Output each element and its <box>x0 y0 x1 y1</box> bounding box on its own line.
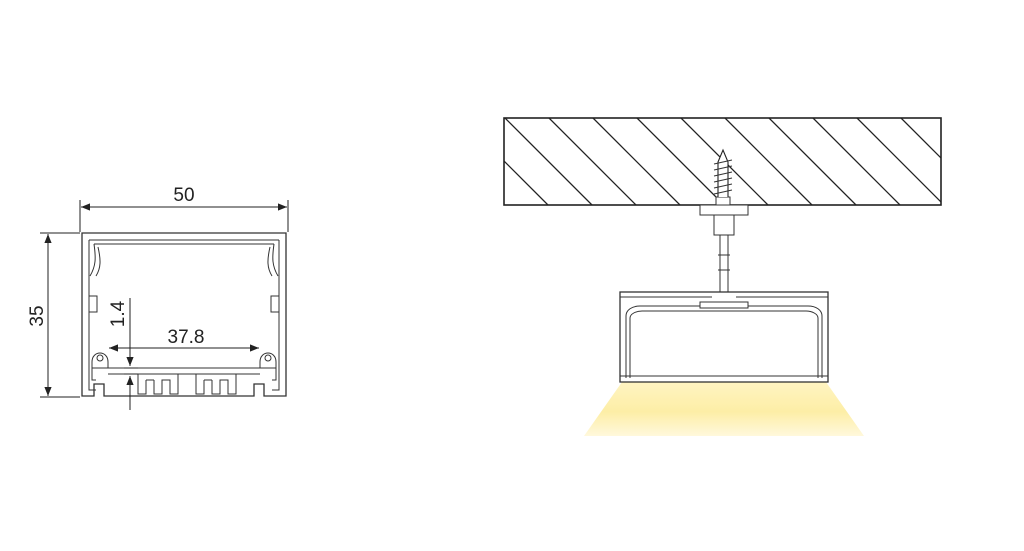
width-dimension: 50 <box>79 185 289 232</box>
wall-thickness-dimension: 1.4 <box>108 298 138 410</box>
height-label: 35 <box>27 305 48 326</box>
inner-width-label: 37.8 <box>168 327 205 348</box>
installation-view <box>503 117 1024 436</box>
hatch-line <box>592 118 681 205</box>
cross-section-view: 50 35 <box>27 185 289 410</box>
hatch-line <box>724 118 813 205</box>
hatch-line <box>945 118 1024 205</box>
hatch-line <box>989 118 1024 205</box>
hatch-line <box>504 118 593 205</box>
width-label: 50 <box>173 185 194 206</box>
hatch-line <box>504 204 505 205</box>
hatch-line <box>768 118 857 205</box>
wall-thickness-label: 1.4 <box>108 300 129 327</box>
hatch-line <box>856 118 941 203</box>
hatch-line <box>900 118 941 159</box>
hatch-line <box>636 118 725 205</box>
height-dimension: 35 <box>27 232 80 398</box>
hatch-line <box>812 118 901 205</box>
inner-width-dimension: 37.8 <box>109 327 259 352</box>
screw <box>699 148 749 216</box>
suspended-profile <box>619 291 829 383</box>
hatch-line <box>548 118 637 205</box>
light-beam <box>584 382 864 436</box>
